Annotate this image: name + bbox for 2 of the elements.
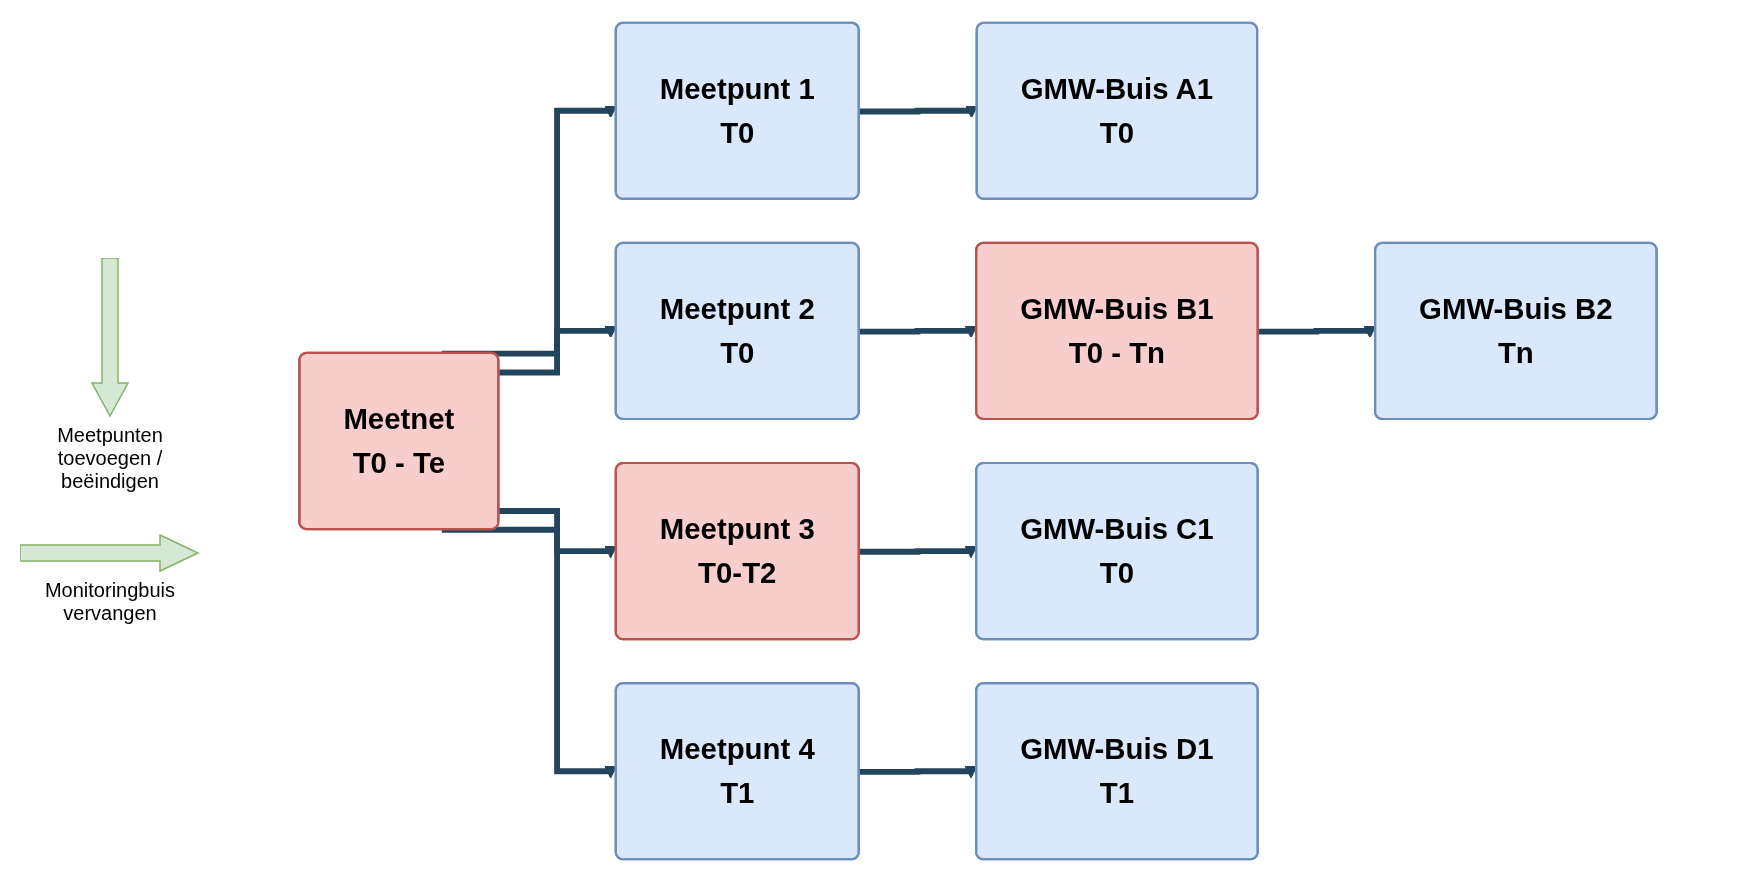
note-text: Meetpunten toevoegen / beëindigen	[56, 423, 164, 493]
note-text: Monitoringbuis vervangen	[43, 578, 177, 625]
